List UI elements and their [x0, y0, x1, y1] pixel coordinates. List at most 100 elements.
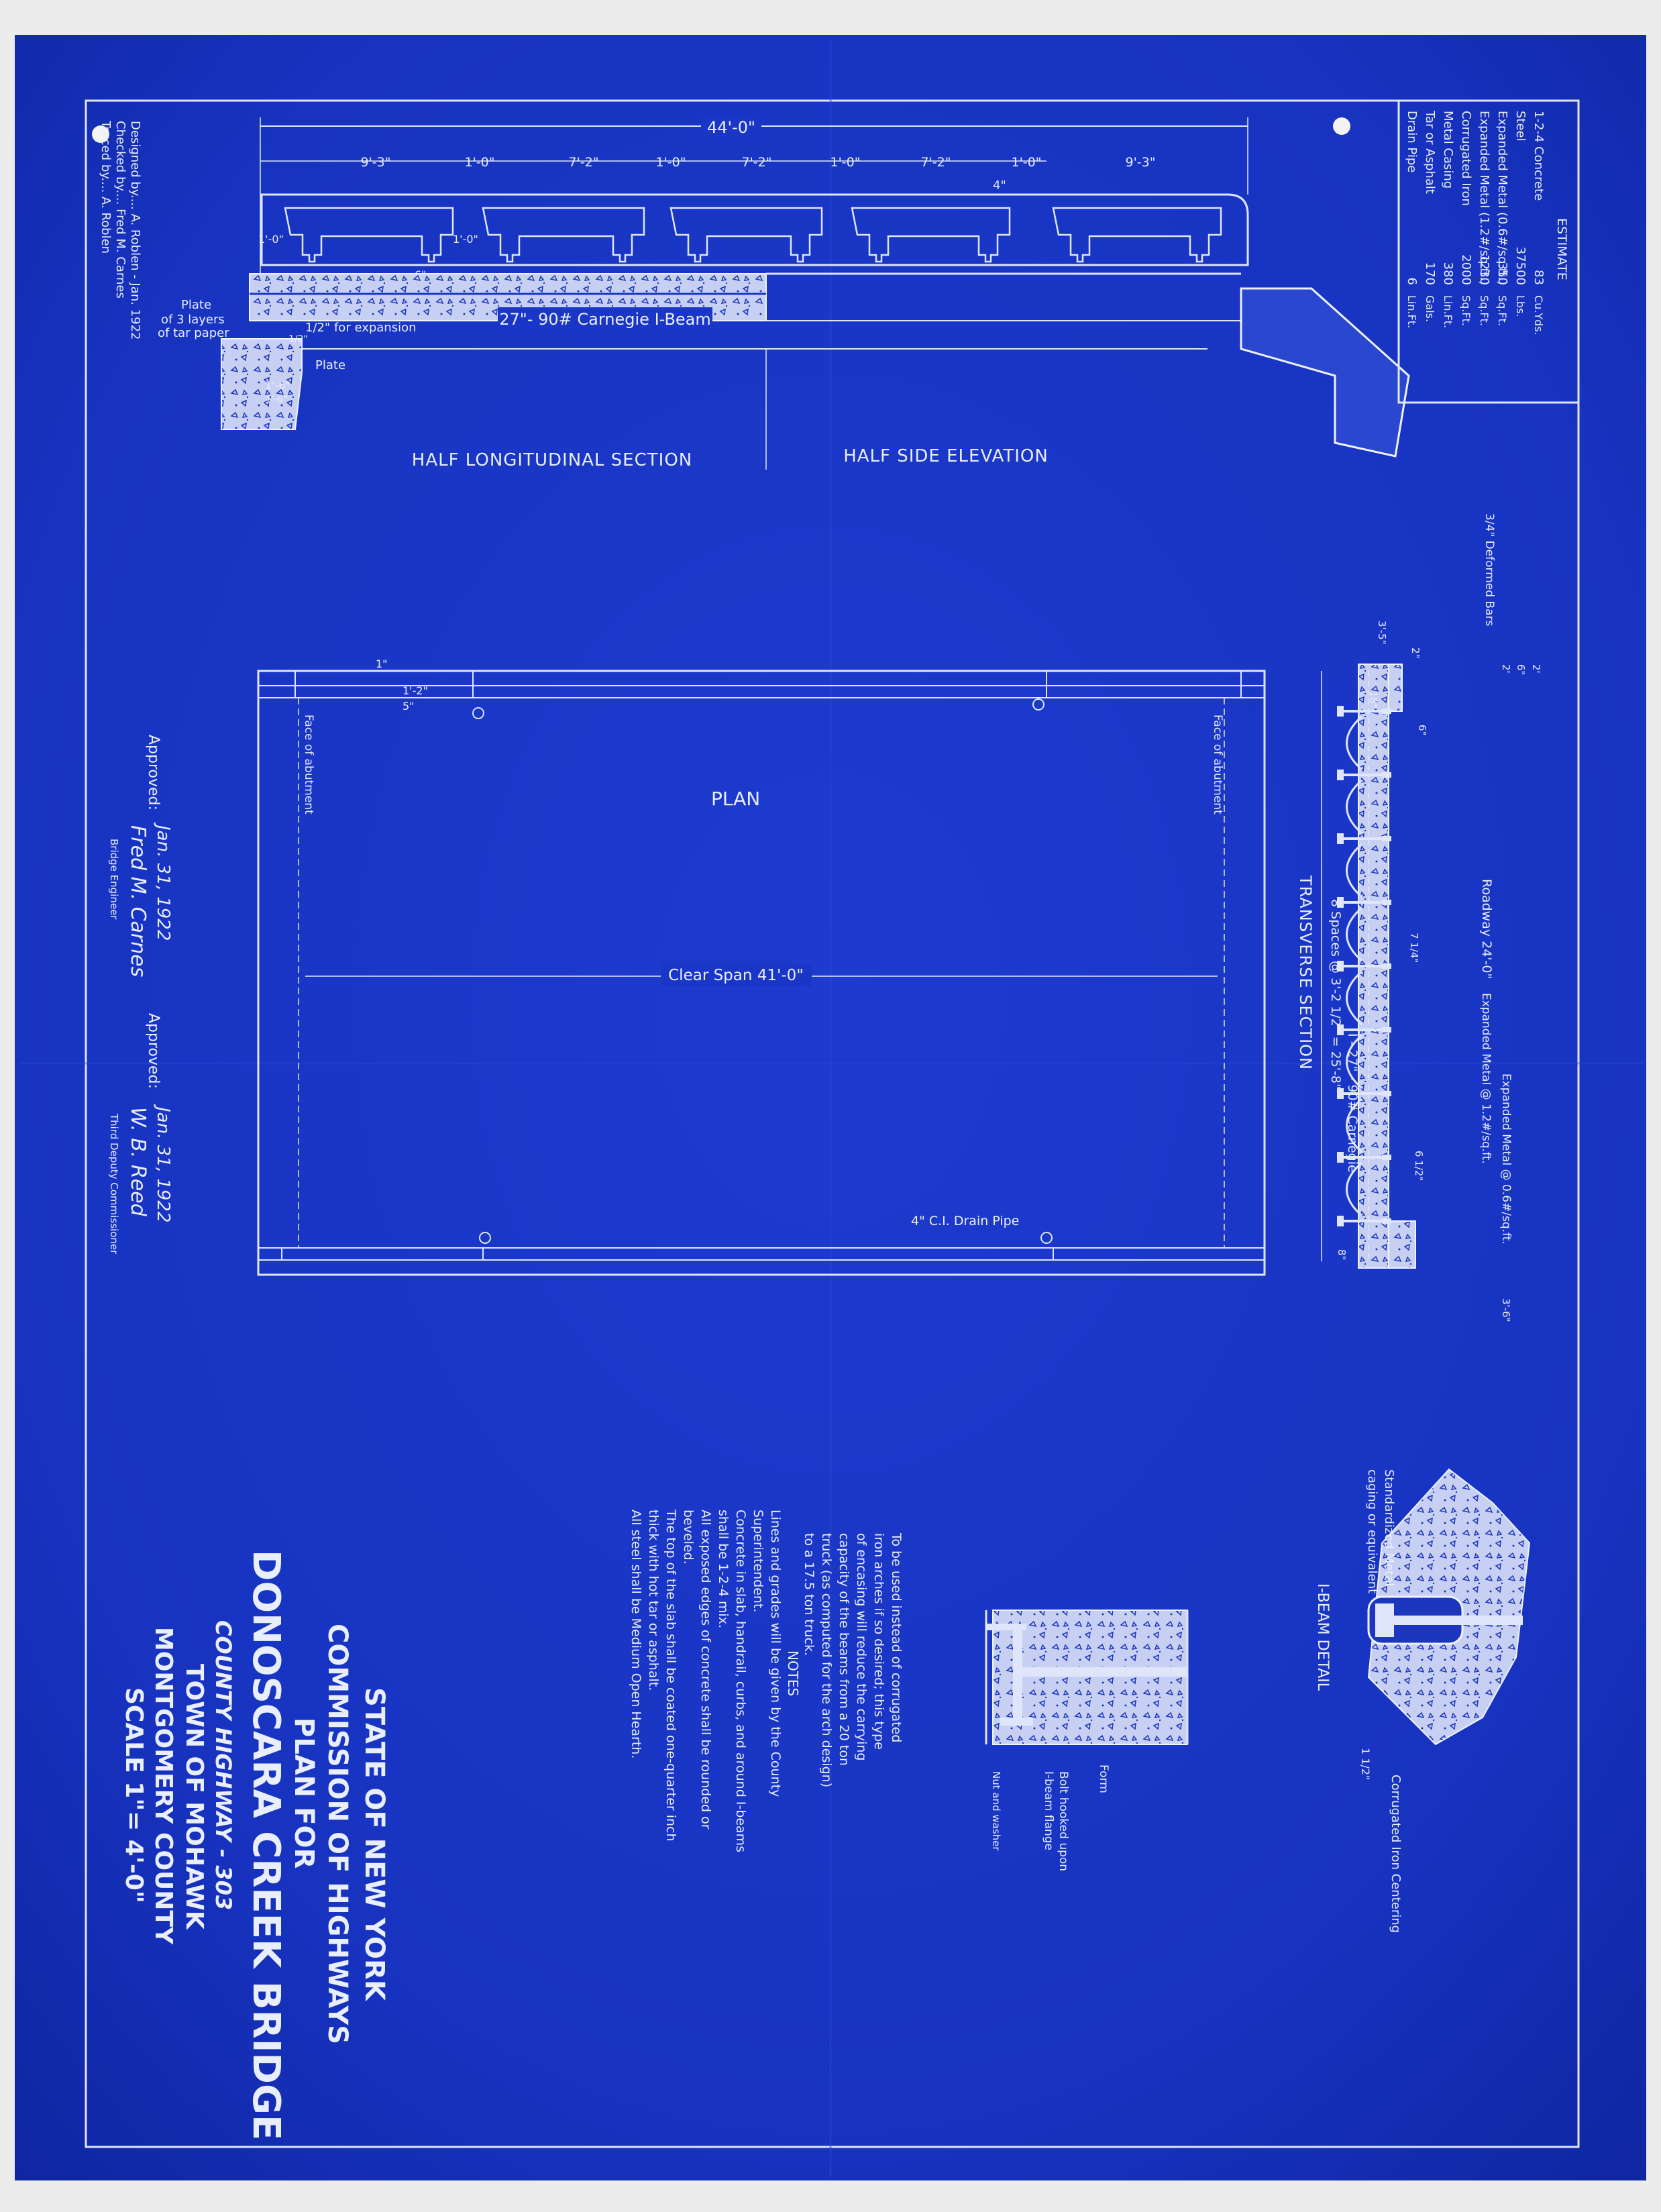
estimate-qty: 380 — [1441, 262, 1455, 285]
form-note-line: truck (as computed for the arch design) — [819, 1533, 834, 1787]
transverse-dim: 3'-6" — [1500, 1298, 1512, 1322]
approvals-block: Approved: Jan. 31, 1922 Fred M. Carnes B… — [108, 735, 173, 1255]
face-of-abutment-right: Face of abutment — [1211, 715, 1224, 814]
form-note-line: of encasing will reduce the carrying — [854, 1533, 869, 1761]
notes-line: All exposed edges of concrete shall be r… — [698, 1510, 713, 1830]
expanded-metal-12-label: Expanded Metal @ 1.2#/sq.ft. — [1479, 993, 1493, 1164]
estimate-qty: 37500 — [1513, 247, 1528, 285]
standardized-metal-1: Standardized Metal — [1382, 1469, 1396, 1586]
title-highway: COUNTY HIGHWAY - 303 — [211, 1620, 236, 1910]
nut-washer-label: Nut and washer — [990, 1771, 1002, 1851]
title-commission: COMMISSION OF HIGHWAYS — [322, 1624, 353, 2044]
dim-7-2-b: 7'-2" — [742, 155, 772, 170]
transverse-dim: 6" — [1515, 664, 1527, 675]
notes-line: thick with hot tar or asphalt. — [646, 1510, 661, 1691]
arch-span — [1346, 715, 1362, 771]
checked-by: Checked by.... Fred M. Carnes — [113, 121, 127, 299]
designed-by: Designed by.... A. Roblen - Jan. 1922 — [128, 121, 142, 340]
form-note-line: iron arches if so desired; this type — [871, 1533, 886, 1750]
arch-span — [1346, 1034, 1362, 1090]
punch-hole-right — [1333, 117, 1350, 135]
beam-flange-bottom — [1337, 770, 1344, 780]
beam-flange-top — [1382, 1091, 1391, 1096]
estimate-unit: Lbs. — [1514, 295, 1527, 317]
drawing-border — [85, 99, 1580, 2148]
beam-web — [1342, 1156, 1383, 1159]
transverse-dim: 6" — [1416, 725, 1428, 735]
dim-1-0-small-b: 1'-0" — [453, 233, 478, 246]
dim-1-6-a: 1'-6" — [265, 379, 290, 392]
expansion-label: 1/2" for expansion — [305, 321, 417, 335]
beam-flange-top — [1382, 900, 1391, 905]
estimate-item: Expanded Metal (1.2#/sq.ft.) — [1477, 111, 1491, 285]
beam-flange-bottom — [1337, 1216, 1344, 1226]
drain-pipe-label: 4" C.I. Drain Pipe — [911, 1214, 1019, 1228]
ibeam-dim: 1 1/2" — [1359, 1748, 1372, 1780]
notes-line: All steel shall be Medium Open Hearth. — [629, 1510, 643, 1758]
dim-1-6-b: 1'-6" — [265, 394, 287, 405]
transverse-beams — [1337, 706, 1391, 1226]
overall-length-dim: 44'-0" — [707, 118, 755, 137]
estimate-unit: Sq.Ft. — [1478, 295, 1491, 326]
estimate-item: Metal Casing — [1441, 111, 1455, 189]
dim-1-0-c: 1'-0" — [830, 155, 861, 170]
carnegie-label: I - 27" - 90# Carnegie — [1345, 1033, 1360, 1173]
approval-date-2: Jan. 31, 1922 — [153, 1104, 173, 1222]
beam-flange-bottom — [1337, 833, 1344, 844]
face-of-abutment-left: Face of abutment — [302, 715, 315, 814]
title-plan-for: PLAN FOR — [288, 1718, 319, 1868]
beam-flange-top — [1382, 1155, 1391, 1160]
form-label: Form — [1097, 1765, 1110, 1793]
estimate-title: ESTIMATE — [1554, 218, 1569, 280]
estimate-unit: Cu.Yds. — [1532, 295, 1545, 335]
transverse-dim: 2" — [1409, 647, 1422, 658]
form-note-line: To be used instead of corrugated — [889, 1532, 904, 1742]
spaces-label: 8 Spaces @ 3'-2 1/2" = 25'-8" — [1328, 899, 1343, 1090]
estimate-qty: 6 — [1405, 278, 1419, 285]
transverse-dim: 7 1/4" — [1408, 933, 1420, 963]
dim-9-3-left: 9'-3" — [361, 155, 391, 170]
dim-4-inch: 4" — [993, 178, 1006, 193]
form-detail: Form Bolt hooked upon I-beam flange Nut … — [802, 1532, 1189, 1871]
transverse-dims: 2'6"2'3'-5"2"18"6"7 1/4"6 1/2"8"3'-6" — [1336, 621, 1542, 1322]
notes-block: NOTES Lines and grades will be given by … — [629, 1509, 801, 1852]
dim-1-0-b: 1'-0" — [656, 155, 686, 170]
standardized-metal-2: caging or equivalent — [1365, 1469, 1379, 1593]
plan-title: PLAN — [711, 788, 760, 810]
estimate-table: ESTIMATE 1-2-4 Concrete83Cu.Yds.Steel375… — [1397, 99, 1580, 404]
approval-role-2: Third Deputy Commissioner — [108, 1113, 120, 1255]
approved-label-2: Approved: — [145, 1013, 162, 1089]
transverse-section: TRANSVERSE SECTION 8 Spaces @ 3'-2 1/2" … — [1296, 513, 1542, 1322]
transverse-dim: 18" — [1367, 691, 1379, 708]
plan-dim-2: 1'-2" — [403, 684, 428, 697]
notes-line: The top of the slab shall be coated one-… — [663, 1509, 678, 1842]
beam-web — [1342, 1029, 1383, 1031]
approval-date-1: Jan. 31, 1922 — [153, 822, 173, 941]
notes-line: shall be 1-2-4 mix. — [716, 1510, 731, 1628]
estimate-qty: 170 — [1423, 262, 1437, 285]
plate-label-3: of tar paper — [158, 326, 229, 340]
transverse-dim: 2' — [1500, 664, 1512, 674]
approval-role-1: Bridge Engineer — [108, 839, 120, 920]
beam-flange-bottom — [1337, 706, 1344, 717]
half-longitudinal-caption: HALF LONGITUDINAL SECTION — [412, 450, 692, 470]
transverse-dim: 3'-5" — [1376, 621, 1388, 645]
approved-label-1: Approved: — [145, 735, 162, 810]
plate-label-4: Plate — [315, 358, 345, 372]
punch-hole-left — [92, 125, 109, 143]
transverse-title: TRANSVERSE SECTION — [1296, 875, 1315, 1070]
beam-flange-top — [1382, 1027, 1391, 1033]
beam-flange-top — [1382, 963, 1391, 969]
half-side-caption: HALF SIDE ELEVATION — [843, 446, 1049, 466]
title-state: STATE OF NEW YORK — [359, 1687, 390, 2002]
estimate-unit: Lin.Ft. — [1442, 295, 1454, 328]
dim-1-0-small-a: 1'-0" — [258, 233, 284, 246]
transverse-dim: 8" — [1336, 1249, 1348, 1260]
beam-web — [1342, 710, 1383, 713]
plate-label-1: Plate — [181, 298, 211, 312]
beam-flange-bottom — [1337, 897, 1344, 908]
transverse-dim: 6 1/2" — [1413, 1151, 1425, 1181]
dim-7-2-a: 7'-2" — [569, 155, 599, 170]
form-note-line: capacity of the beams from a 20 ton — [837, 1533, 851, 1766]
